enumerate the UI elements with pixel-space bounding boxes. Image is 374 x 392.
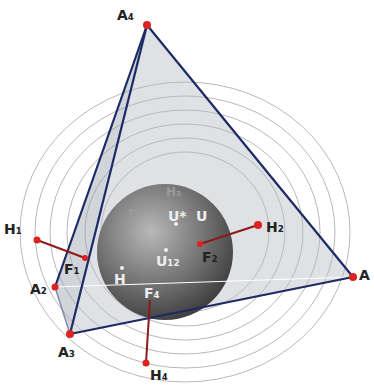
point-label: F₁ (64, 262, 80, 276)
point-label: U* (168, 209, 187, 223)
point-label: H (114, 272, 126, 286)
point-label: A₂ (30, 282, 47, 296)
point-label: A (359, 268, 370, 282)
point-label: F₃ (128, 208, 141, 220)
point-label: F₄ (144, 286, 160, 300)
point-label: H₃ (166, 186, 181, 198)
point-label: U (196, 209, 207, 223)
point-label: H₂ (266, 220, 284, 234)
point-label: F₂ (202, 250, 218, 264)
point-label: H₄ (150, 368, 168, 382)
point-label: H₁ (4, 222, 22, 236)
point-label: U₁₂ (156, 254, 180, 268)
point-label: A₃ (58, 345, 75, 359)
point-label: A₄ (117, 8, 134, 22)
